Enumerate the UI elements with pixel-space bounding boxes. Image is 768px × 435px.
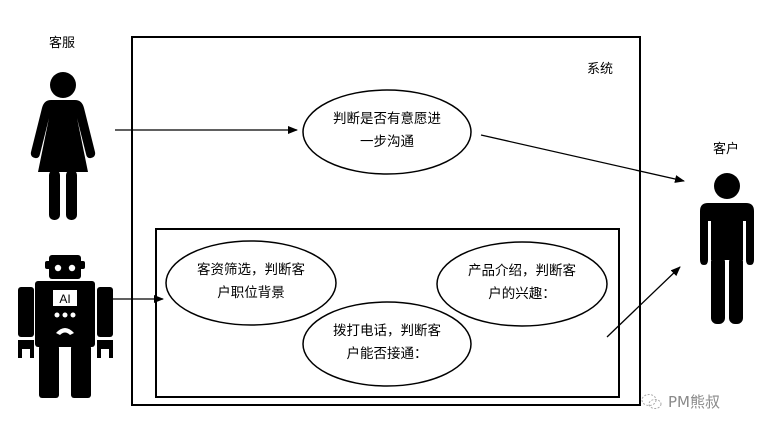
arrow-main-to-customer (480, 134, 685, 183)
usecase-main-line-2: 一步沟通 (360, 134, 414, 150)
robot-icon: AI (18, 255, 113, 398)
watermark-text: PM熊叔 (668, 393, 720, 411)
usecase-product-oval[interactable] (436, 241, 608, 327)
usecase-main-line-1: 判断是否有意愿进 (333, 111, 441, 127)
usecase-calling-oval[interactable] (302, 301, 472, 387)
usecase-screening-line-1: 客资筛选，判断客 (197, 262, 305, 278)
system-boundary (131, 36, 641, 406)
man-figure-icon (700, 173, 754, 324)
usecase-screening-line-2: 户职位背景 (217, 285, 285, 301)
usecase-calling-text: 拨打电话，判断客 户能否接通： (303, 320, 471, 366)
usecase-product-line-1: 产品介绍，判断客 (468, 263, 576, 279)
arrow-group-to-customer (606, 266, 681, 338)
system-label: 系统 (587, 62, 614, 77)
watermark: PM熊叔 (641, 391, 720, 412)
usecase-screening-text: 客资筛选，判断客 户职位背景 (167, 259, 335, 305)
woman-figure-icon (30, 72, 96, 220)
usecase-main-text: 判断是否有意愿进 一步沟通 (303, 108, 471, 154)
actor-label-customer: 客户 (713, 142, 740, 157)
usecase-calling-line-1: 拨打电话，判断客 (333, 323, 441, 339)
actor-label-agent: 客服 (49, 36, 76, 51)
ai-usecase-group (155, 228, 620, 398)
robot-ai-label: AI (59, 292, 70, 306)
usecase-main-oval[interactable] (302, 89, 472, 175)
usecase-product-line-2: 户的兴趣： (488, 286, 556, 302)
usecase-product-text: 产品介绍，判断客 户的兴趣： (438, 260, 606, 306)
wechat-icon (641, 393, 662, 409)
usecase-screening-oval[interactable] (165, 240, 337, 326)
usecase-calling-line-2: 户能否接通： (346, 346, 428, 362)
